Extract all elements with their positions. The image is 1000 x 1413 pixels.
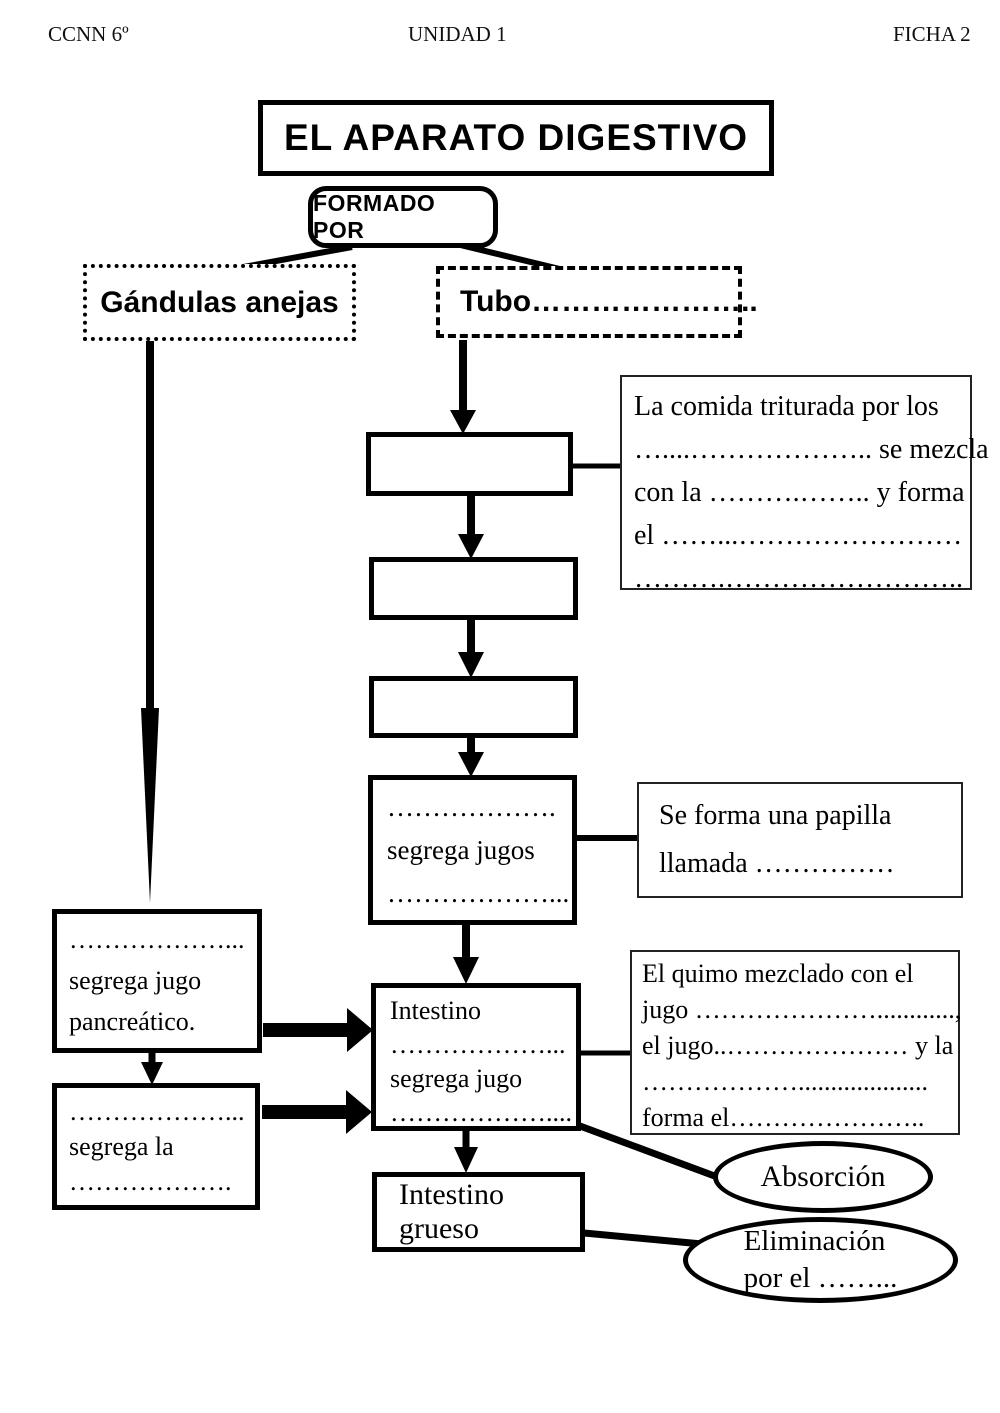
page-title: EL APARATO DIGESTIVO — [283, 117, 749, 158]
chewing-note-line-5: ……….…………………….. — [634, 563, 963, 594]
chewing-note-line-3: con la ……….…….. y forma — [634, 477, 965, 508]
pancreas-line-1: ………………... — [69, 925, 245, 955]
chyme-note-line-5: forma el………………….. — [642, 1103, 925, 1132]
arrowhead-box3-to-stomach — [458, 752, 484, 777]
liver-line-1: ………………... — [69, 1096, 245, 1126]
tube-box: Tubo………………….. — [436, 266, 758, 338]
arrow-liver-to-intestine-head — [346, 1090, 372, 1134]
chyme-note-line-1: El quimo mezclado con el — [642, 959, 914, 988]
chyme-note-line-3: el jugo..………………… y la — [642, 1031, 954, 1060]
elimination-line-1: Eliminación — [743, 1225, 886, 1257]
chyme-note-box: El quimo mezclado con el jugo …………………...… — [630, 950, 962, 1135]
papilla-note-box: Se forma una papilla llamada …………… — [637, 782, 963, 898]
line-intestine-to-absorption — [578, 1122, 730, 1185]
formado-por-label: FORMADO POR — [313, 190, 436, 243]
title-box: EL APARATO DIGESTIVO — [258, 100, 774, 176]
absorption-ellipse: Absorción — [713, 1141, 933, 1213]
line-large-to-elimination — [583, 1229, 703, 1248]
tube-blank-box-1 — [366, 432, 573, 496]
stomach-line-3: ………………... — [387, 877, 570, 908]
papilla-note-line-1: Se forma una papilla — [659, 800, 892, 831]
chewing-note-line-4: el ……...…………………… — [634, 520, 963, 551]
elimination-ellipse: Eliminación por el ……... — [683, 1217, 958, 1303]
small-intestine-line-1: Intestino — [390, 996, 481, 1025]
arrowhead-box1-to-box2 — [458, 534, 484, 559]
arrow-pancreas-to-intestine-head — [347, 1008, 373, 1052]
formado-por-box: FORMADO POR — [308, 186, 498, 248]
large-intestine-label: Intestino grueso — [399, 1178, 504, 1245]
glands-box: Gándulas anejas — [83, 264, 356, 341]
liver-line-3: ………………. — [69, 1166, 232, 1196]
small-intestine-line-2: ………………... — [390, 1030, 566, 1059]
tube-blank-box-2 — [369, 557, 578, 620]
chyme-note-line-2: jugo …………………............, — [642, 995, 962, 1024]
arrow-liver-to-intestine-shaft — [262, 1105, 346, 1119]
small-intestine-box: Intestino ………………... segrega jugo ……………….… — [371, 983, 581, 1131]
arrowhead-glands-down — [141, 708, 159, 903]
glands-label: Gándulas anejas — [100, 285, 339, 319]
small-intestine-line-3: segrega jugo — [390, 1064, 523, 1093]
liver-line-2: segrega la — [69, 1131, 174, 1161]
arrowhead-pancreas-to-liver — [141, 1062, 163, 1085]
stomach-line-1: ………………. — [387, 792, 556, 823]
pancreas-line-2: segrega jugo — [69, 965, 202, 995]
large-intestine-box: Intestino grueso — [372, 1172, 585, 1252]
header-sheet: FICHA 2 — [893, 22, 971, 46]
arrowhead-stomach-to-intestine — [453, 957, 479, 984]
liver-box: ………………... segrega la ………………. — [52, 1083, 260, 1210]
stomach-line-2: segrega jugos — [387, 834, 535, 865]
papilla-note-line-2: llamada …………… — [659, 848, 895, 879]
arrowhead-intestine-to-large — [454, 1147, 478, 1173]
elimination-line-2: por el ……... — [743, 1262, 898, 1294]
tube-blank-box-3 — [369, 676, 578, 738]
chyme-note-line-4: ……………….................... — [642, 1067, 928, 1096]
chewing-note-box: La comida triturada por los …....……………….… — [620, 375, 989, 594]
header-course: CCNN 6º — [48, 22, 129, 46]
pancreas-line-3: pancreático. — [69, 1006, 196, 1036]
pancreas-box: ………………... segrega jugo pancreático. — [52, 909, 262, 1053]
chewing-note-line-1: La comida triturada por los — [634, 391, 939, 422]
arrow-pancreas-to-intestine-shaft — [263, 1023, 347, 1037]
chewing-note-line-2: …....……………….. se mezcla — [634, 434, 989, 465]
tube-label: Tubo………………….. — [460, 285, 758, 318]
stomach-box: ………………. segrega jugos ………………... — [368, 775, 577, 925]
header-unit: UNIDAD 1 — [408, 22, 507, 46]
arrowhead-box2-to-box3 — [458, 652, 484, 678]
absorption-label: Absorción — [760, 1160, 886, 1193]
small-intestine-line-4: ……………….... — [390, 1098, 572, 1127]
arrowhead-tube-to-box1 — [450, 410, 476, 434]
